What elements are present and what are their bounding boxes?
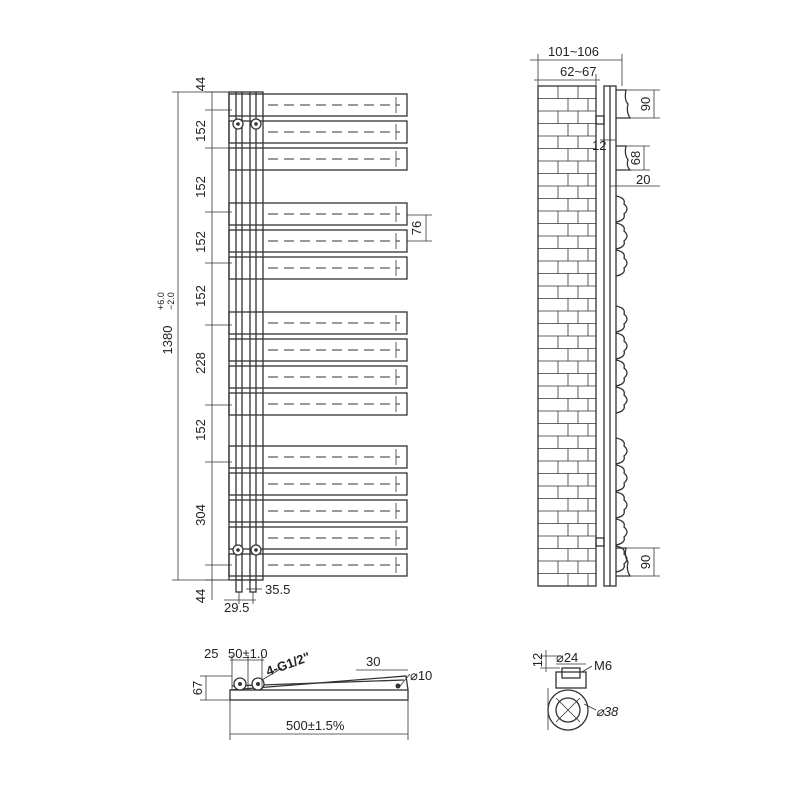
bar-profile [615,359,628,387]
radiator-bar [228,392,408,416]
bar-profile [615,305,628,333]
dim-bar-depth: 30 [366,654,380,669]
bar-profile [615,386,628,414]
radiator-bar [228,120,408,144]
dim-pipe-offset: 29.5 [224,600,249,615]
radiator-bar [228,256,408,280]
dim-edge: 25 [204,646,218,661]
side-view: 101~106 62~67 90 68 12 20 90 [530,44,660,587]
dim-spacing-4: 152 [193,285,208,307]
radiator-bar [228,445,408,469]
dim-depth-total: 101~106 [548,44,599,59]
radiator-bar [228,147,408,171]
dim-spacing-2: 152 [193,176,208,198]
dim-bottom-margin: 44 [193,589,208,603]
dim-valve-spacing: 50±1.0 [228,646,268,661]
radiator-bar [228,553,408,577]
dim-top-margin: 44 [193,77,208,91]
bar-profile [615,518,628,546]
radiator-bar [228,499,408,523]
radiator-bar [228,311,408,335]
dim-pipe-dia: ⌀10 [410,668,432,683]
dim-bracket-height: 68 [628,151,643,165]
dim-depth-wall: 62~67 [560,64,597,79]
dim-spacing-3: 152 [193,231,208,253]
dim-bracket-top: 90 [638,97,653,111]
bottom-view: 67 25 50±1.0 4-G1/2" 30 ⌀10 500±1.5% [190,646,432,740]
bar-profile [615,491,628,519]
dim-connections: 4-G1/2" [264,649,312,679]
radiator-bar [228,202,408,226]
dim-overall-tol-minus: −2.0 [166,292,176,310]
dim-spacing-7: 304 [193,504,208,526]
dim-bracket-depth: 20 [636,172,650,187]
bar-profile [615,464,628,492]
radiator-bar [228,365,408,389]
dim-bracket-gap: 12 [592,138,606,153]
dim-pipe-spacing: 35.5 [265,582,290,597]
dim-fixing-screw: M6 [594,658,612,673]
dim-spacing-5: 228 [193,352,208,374]
bar-profile [615,332,628,360]
radiator-bar [228,93,408,117]
dim-overall-height: 1380 [160,326,175,355]
bar-profile [615,222,628,250]
dim-spacing-1: 152 [193,120,208,142]
dim-bracket-bottom: 90 [638,555,653,569]
dim-fixing-height: 12 [530,653,545,667]
bar-profile [615,249,628,277]
fixing-detail: 12 ⌀24 M6 ⌀38 [530,650,619,731]
dim-fixing-inner: ⌀24 [556,650,578,665]
radiator-bar [228,472,408,496]
bar-profile [615,545,628,573]
dim-bottom-depth: 67 [190,681,205,695]
dim-width: 500±1.5% [286,718,345,733]
dim-spacing-6: 152 [193,419,208,441]
front-view: 44 152 152 152 152 228 152 304 44 1380 +… [156,77,432,615]
radiator-bar [228,526,408,550]
dim-fixing-outer: ⌀38 [596,704,619,719]
bar-profile [615,437,628,465]
radiator-bar [228,338,408,362]
bar-profile [615,195,628,223]
dim-bar-height: 76 [409,221,424,235]
dim-overall-tol-plus: +6.0 [156,292,166,310]
